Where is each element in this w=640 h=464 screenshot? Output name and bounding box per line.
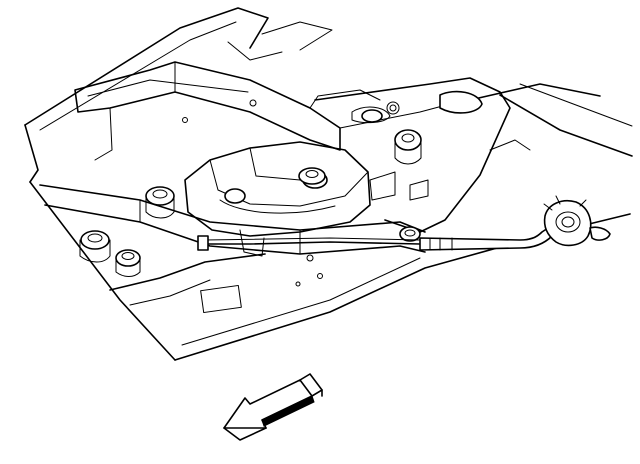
bushing-right-lower bbox=[399, 226, 421, 242]
parking-brake-cable bbox=[197, 227, 553, 251]
bushing-left-front bbox=[79, 230, 111, 263]
front-crossmember bbox=[39, 184, 426, 314]
bushing-rear-top bbox=[361, 109, 383, 123]
right-frame-rail bbox=[314, 77, 531, 233]
chassis-frame bbox=[24, 7, 633, 361]
cable-end-fitting bbox=[543, 195, 611, 247]
bushing-left-mid bbox=[115, 249, 141, 277]
bushing-right-upper bbox=[394, 129, 422, 165]
mount-bushings bbox=[79, 109, 422, 277]
direction-arrow-icon bbox=[223, 373, 323, 441]
bushing-center-left bbox=[145, 186, 175, 219]
bushing-center-right bbox=[298, 167, 326, 185]
rear-crossmember bbox=[74, 61, 381, 161]
